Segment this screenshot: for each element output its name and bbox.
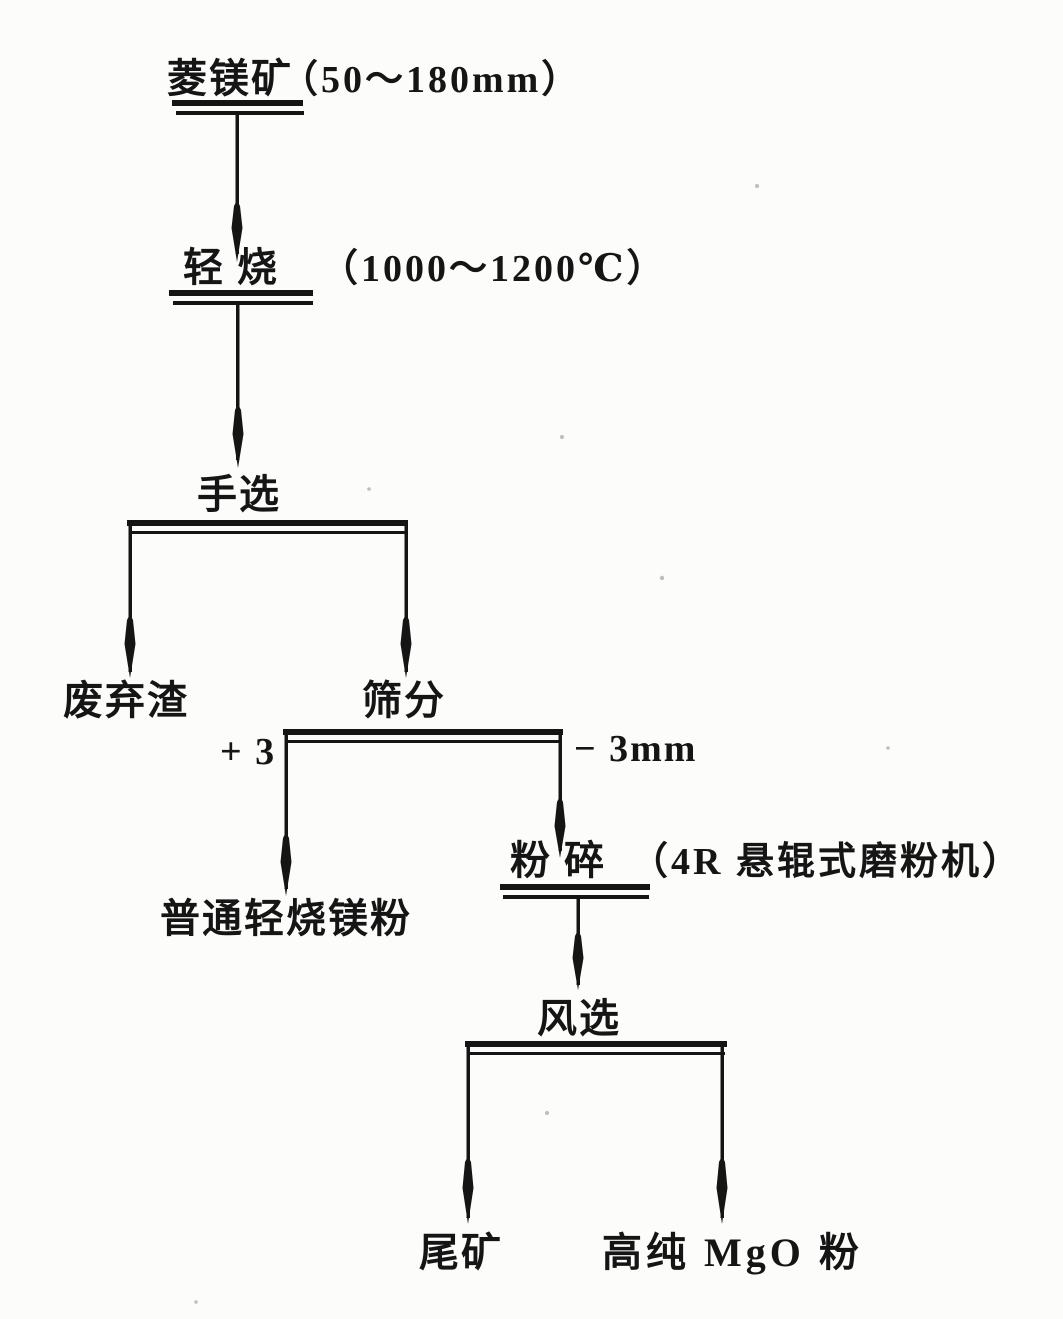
scan-speck [886,746,890,750]
node-air-separation-label: 风选 [537,996,621,1041]
edge-airseparation-tailings-line [466,1043,470,1218]
air-separation-branch-bar-bottom [468,1052,725,1055]
edge-crushing-airseparation-arrowhead [572,930,584,990]
light-burning-underline-bottom [173,301,313,305]
scan-speck [545,1111,549,1115]
edge-handsorting-wasteslag-arrowhead [124,614,136,678]
node-crushing-label: 粉 碎 [510,838,606,883]
screening-branch-bar-top [283,729,563,735]
crushing-underline-bottom [503,895,649,899]
node-tailings-label: 尾矿 [419,1230,503,1275]
edge-lightburning-handsorting-arrowhead [232,404,244,468]
scan-speck [755,184,759,188]
node-crushing-note: （4R 悬辊式磨粉机） [630,841,1023,883]
crushing-underline-top [500,884,650,890]
node-magnesite-label: 菱镁矿 [167,56,293,101]
edge-airseparation-tailings-arrowhead [462,1156,474,1224]
node-screening-label: 筛分 [362,678,446,723]
edge-magnesite-lightburning-line [235,114,239,254]
magnesite-underline-top [172,100,303,106]
scan-speck [194,1300,198,1304]
edge-airseparation-highpurity-line [720,1043,724,1218]
screening-branch-bar-bottom [286,740,561,743]
node-waste-slag-label: 废弃渣 [63,678,189,723]
node-light-burning-note: （1000～1200℃） [320,248,668,290]
node-hand-sorting-label: 手选 [197,472,281,517]
node-ordinary-powder-label: 普通轻烧镁粉 [160,896,412,941]
edge-lightburning-handsorting-line [236,305,240,460]
node-magnesite-note: （50～180mm） [280,59,582,101]
edge-magnesite-lightburning-arrowhead [231,200,243,262]
light-burning-underline-top [169,290,313,296]
edge-airseparation-highpurity-arrowhead [716,1156,728,1224]
hand-sorting-branch-bar-top [127,520,408,526]
edge-screening-ordinarypowder-arrowhead [280,832,292,896]
air-separation-branch-bar-top [465,1041,727,1047]
scan-speck [659,575,665,581]
scan-speck [560,435,564,439]
screening-undersize-grade-label: − 3mm [574,728,697,770]
edge-screening-crushing-arrowhead [554,796,566,858]
edge-screening-crushing-line [558,731,562,851]
node-light-burning-label: 轻 烧 [183,245,279,290]
scan-speck [367,487,371,491]
edge-handsorting-screening-line [404,522,408,672]
screening-oversize-grade-label: + 3 [220,731,276,773]
hand-sorting-branch-bar-bottom [130,531,407,534]
edge-handsorting-wasteslag-line [128,522,132,672]
node-high-purity-mgo-label: 高纯 MgO 粉 [602,1230,863,1275]
magnesite-underline-bottom [176,111,304,115]
edge-handsorting-screening-arrowhead [400,614,412,678]
edge-screening-ordinarypowder-line [284,731,288,889]
